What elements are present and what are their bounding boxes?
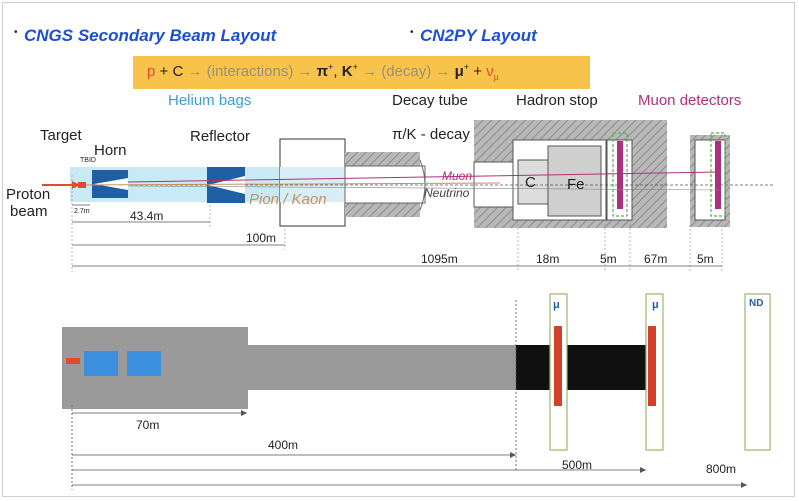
- hadron-absorber-block: [516, 345, 646, 390]
- label-dist-800m: 800m: [706, 462, 737, 476]
- formula-arrow-3: →: [362, 63, 378, 80]
- formula-decay: (decay): [381, 63, 432, 80]
- label-neutrino: Neutrino: [424, 186, 470, 200]
- label-dist-100m: 100m: [246, 231, 277, 245]
- proton-beam-arrowhead: [72, 181, 80, 189]
- muon-detector-1-outline: [612, 132, 628, 217]
- label-carbon: C: [525, 174, 536, 191]
- hadron-stop-connector: [473, 161, 515, 208]
- decay-tube-shield-top: [345, 152, 420, 166]
- formula-nu-sub: μ: [493, 72, 499, 82]
- iron-block: [547, 145, 602, 217]
- label-muon: Muon: [442, 169, 473, 183]
- label-horn: Horn: [94, 142, 127, 159]
- formula-p: p: [147, 63, 156, 80]
- formula-comma: ,: [333, 63, 342, 80]
- reflector-bottom: [127, 351, 161, 376]
- formula-pi-sup: +: [328, 62, 334, 72]
- target-block: [78, 182, 86, 188]
- label-mu-station-2: μ: [652, 299, 659, 311]
- particle-path-1: [85, 182, 501, 186]
- muon-detector-1: [617, 141, 623, 209]
- horn-inner-cone: [94, 178, 128, 190]
- formula-mu-sup: +: [463, 62, 470, 72]
- dim-arrowhead-400m: [510, 452, 516, 458]
- formula-plus-c: + C: [155, 63, 188, 80]
- reaction-formula: p + C → (interactions) → π+, K+ → (decay…: [147, 62, 499, 82]
- decay-tube: [344, 165, 426, 204]
- muon-station-1-detector: [554, 326, 562, 406]
- label-dist-5m-b: 5m: [697, 252, 714, 266]
- title-cn2py-layout: CN2PY Layout: [420, 26, 537, 45]
- formula-interactions: (interactions): [206, 63, 294, 80]
- label-beam: beam: [10, 203, 48, 220]
- formula-k: K: [341, 63, 353, 80]
- particle-path-3: [127, 185, 721, 191]
- title-bullet-right: •: [410, 27, 414, 38]
- label-dist-1095m: 1095m: [421, 252, 458, 266]
- label-decay-tube: Decay tube: [392, 92, 468, 109]
- decay-tube-shield-bottom: [345, 203, 420, 217]
- label-dist-5m-a: 5m: [600, 252, 617, 266]
- label-iron: Fe: [567, 176, 585, 193]
- formula-k-sup: +: [352, 62, 358, 72]
- label-tbid: TBID: [80, 157, 96, 164]
- formula-arrow-1: →: [187, 63, 203, 80]
- title-cngs-layout: CNGS Secondary Beam Layout: [24, 26, 277, 45]
- label-muon-detectors: Muon detectors: [638, 92, 742, 109]
- formula-arrow-2: →: [297, 63, 313, 80]
- dim-arrowhead-500m: [640, 467, 646, 473]
- label-proton: Proton: [6, 186, 51, 203]
- label-pi-k-decay: π/K - decay: [392, 126, 470, 143]
- label-dist-67m: 67m: [644, 252, 668, 266]
- label-hadron-stop: Hadron stop: [516, 92, 598, 109]
- label-pion-kaon: Pion / Kaon: [249, 191, 327, 208]
- label-dist-70m: 70m: [136, 418, 160, 432]
- muon-detector-2-outline: [710, 132, 726, 217]
- label-reflector: Reflector: [190, 128, 251, 145]
- label-helium-bags: Helium bags: [168, 92, 252, 109]
- label-dist-43-4m: 43.4m: [130, 209, 164, 223]
- label-mu-station-1: μ: [553, 299, 560, 311]
- label-near-detector: ND: [749, 298, 764, 309]
- dim-arrowhead-800m: [741, 482, 747, 488]
- label-dist-400m: 400m: [268, 438, 299, 452]
- particle-path-2: [127, 171, 721, 183]
- muon-station-2-detector: [648, 326, 656, 406]
- target-bottom: [66, 358, 80, 364]
- horn-bottom: [84, 351, 118, 376]
- formula-mu: μ: [454, 63, 464, 80]
- title-bullet-left: •: [14, 27, 18, 38]
- formula-pi: π: [316, 63, 329, 80]
- label-target: Target: [40, 127, 82, 144]
- label-dist-18m: 18m: [536, 252, 560, 266]
- reaction-formula-box: p + C → (interactions) → π+, K+ → (decay…: [133, 56, 590, 89]
- label-dist-2-7m: 2.7m: [74, 208, 90, 215]
- near-detector-station: [744, 293, 771, 451]
- label-dist-500m: 500m: [562, 458, 593, 472]
- muon-detector-2: [715, 141, 721, 209]
- formula-arrow-4: →: [435, 63, 451, 80]
- decay-tunnel-block: [248, 345, 516, 390]
- formula-nu: ν: [486, 63, 494, 80]
- formula-plus: +: [469, 63, 487, 80]
- dim-arrowhead-70m: [241, 410, 247, 416]
